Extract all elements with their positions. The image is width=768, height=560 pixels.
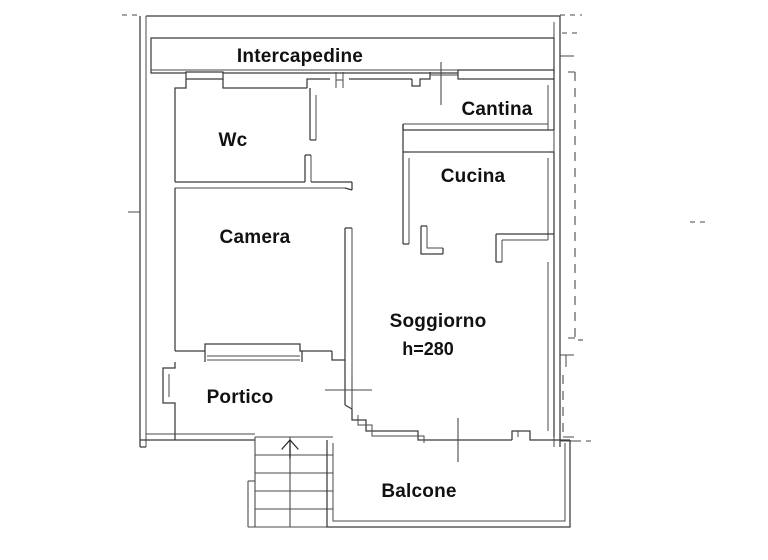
label-soggiorno: Soggiorno xyxy=(390,311,487,332)
label-intercapedine: Intercapedine xyxy=(237,46,363,67)
room-labels: Intercapedine Wc Cantina Cucina Camera S… xyxy=(207,46,533,502)
label-soggiorno-height: h=280 xyxy=(402,339,454,359)
label-cantina: Cantina xyxy=(461,99,532,120)
label-cucina: Cucina xyxy=(441,166,506,187)
room-wc xyxy=(175,97,352,190)
building-outline xyxy=(140,16,560,447)
room-cucina xyxy=(403,124,554,262)
upper-partition-walls xyxy=(175,62,555,140)
room-balcone xyxy=(327,440,570,527)
label-wc: Wc xyxy=(219,130,248,151)
stair-up-arrow-icon xyxy=(281,439,299,459)
label-balcone: Balcone xyxy=(381,481,456,502)
room-camera xyxy=(175,188,353,362)
room-soggiorno xyxy=(352,240,554,462)
staircase xyxy=(247,436,333,528)
section-dash-marks xyxy=(122,14,706,442)
room-portico xyxy=(140,360,372,440)
label-camera: Camera xyxy=(220,227,291,248)
label-portico: Portico xyxy=(207,387,274,408)
